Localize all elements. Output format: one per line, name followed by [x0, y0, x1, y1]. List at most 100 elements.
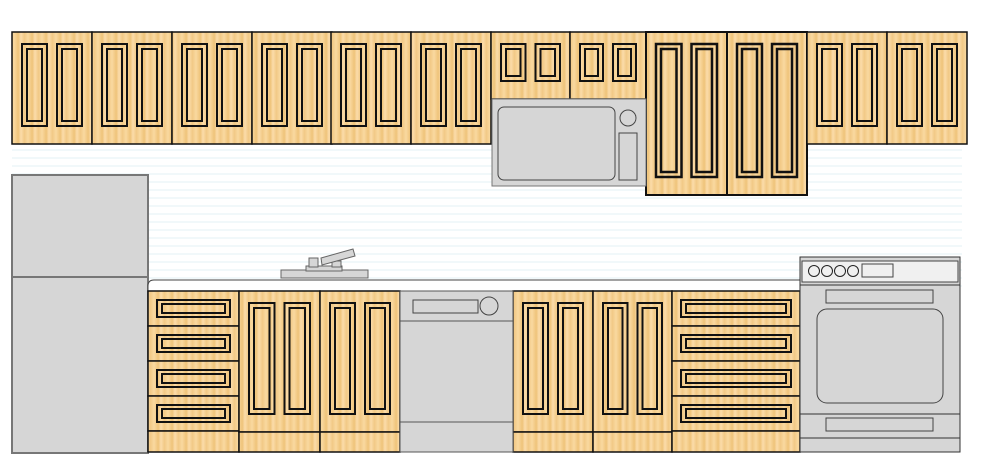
door-panel-inner — [641, 307, 658, 410]
upper-cabinet — [886, 31, 968, 145]
door-panel-inner — [221, 48, 238, 122]
door-panel-inner — [301, 48, 318, 122]
door-panel-outer — [248, 302, 276, 415]
toe-kick — [671, 430, 801, 453]
cabinet-door-frame — [512, 290, 594, 433]
door-panel-outer — [21, 43, 48, 127]
door-panel-outer — [136, 43, 163, 127]
range-oven — [799, 256, 961, 453]
upper-cabinet — [11, 31, 93, 145]
drawer-panel-outer — [680, 299, 792, 318]
warming-drawer-handle — [825, 417, 934, 432]
door-panel-outer — [500, 43, 527, 82]
door-panel-outer — [612, 43, 637, 82]
range-knob — [834, 265, 846, 277]
door-panel-outer — [364, 302, 391, 415]
door-panel-inner — [334, 307, 351, 410]
faucet-spout — [320, 248, 356, 266]
microwave-handle — [618, 132, 638, 181]
range-knob — [821, 265, 833, 277]
door-panel-inner — [936, 48, 953, 122]
drawer-panel-inner — [161, 373, 226, 384]
door-panel-outer — [770, 42, 799, 179]
door-panel-outer — [455, 43, 482, 127]
toe-kick — [512, 431, 594, 453]
dishwasher-knob — [479, 296, 499, 316]
upper-cabinet-tall — [726, 31, 808, 196]
door-panel-outer — [56, 43, 83, 127]
door-panel-inner — [775, 47, 794, 174]
refrigerator-body — [11, 174, 149, 454]
cabinet-door-frame — [726, 31, 808, 196]
door-panel-outer — [522, 302, 549, 415]
door-panel-inner — [253, 307, 271, 410]
cabinet-door-frame — [330, 31, 412, 145]
base-cabinet-door — [319, 290, 401, 433]
door-panel-inner — [460, 48, 477, 122]
faucet-handle-left — [308, 257, 319, 268]
upper-cabinet — [410, 31, 492, 145]
drawer-panel-inner — [685, 338, 787, 349]
door-panel-inner — [607, 307, 624, 410]
drawer-front — [671, 360, 801, 397]
base-cabinet-door — [592, 290, 673, 433]
door-panel-inner — [505, 48, 522, 77]
sink-faucet — [280, 248, 369, 279]
cabinet-door-frame — [886, 31, 968, 145]
door-panel-inner — [186, 48, 203, 122]
microwave-knob — [619, 109, 637, 127]
door-panel-outer — [851, 43, 878, 127]
cabinet-door-frame — [569, 31, 647, 100]
toe-kick — [592, 431, 673, 453]
range-knob — [847, 265, 859, 277]
door-panel-outer — [283, 302, 311, 415]
door-panel-outer — [101, 43, 128, 127]
microwave-window — [497, 106, 616, 181]
drawer-panel-outer — [156, 404, 231, 423]
dishwasher-handle — [412, 299, 479, 314]
cabinet-door-frame — [645, 31, 728, 196]
dishwasher — [399, 290, 514, 453]
drawer-front — [671, 395, 801, 432]
door-panel-inner — [659, 47, 678, 174]
range-knob — [808, 265, 820, 277]
drawer-panel-outer — [680, 404, 792, 423]
door-panel-inner — [740, 47, 759, 174]
door-panel-inner — [695, 47, 714, 174]
door-panel-inner — [369, 307, 386, 410]
countertop-surface — [147, 279, 801, 292]
door-panel-inner — [617, 48, 632, 77]
drawer-panel-inner — [685, 373, 787, 384]
door-panel-inner — [425, 48, 442, 122]
drawer-front — [671, 290, 801, 327]
door-panel-inner — [345, 48, 362, 122]
upper-cabinet — [91, 31, 173, 145]
cabinet-door-frame — [91, 31, 173, 145]
cabinet-door-frame — [238, 290, 321, 433]
drawer-front — [147, 360, 240, 397]
door-panel-outer — [296, 43, 323, 127]
door-panel-outer — [340, 43, 367, 127]
door-panel-outer — [602, 302, 629, 415]
toe-kick — [319, 431, 401, 453]
drawer-panel-outer — [680, 334, 792, 353]
drawer-panel-inner — [685, 303, 787, 314]
door-panel-inner — [856, 48, 873, 122]
countertop — [147, 279, 801, 292]
upper-cabinet-short — [569, 31, 647, 100]
upper-cabinet-tall — [645, 31, 728, 196]
drawer-panel-outer — [156, 334, 231, 353]
door-panel-inner — [61, 48, 78, 122]
refrigerator — [11, 174, 149, 454]
cabinet-door-frame — [11, 31, 93, 145]
door-panel-outer — [261, 43, 288, 127]
drawer-panel-inner — [161, 408, 226, 419]
upper-cabinet — [251, 31, 333, 145]
door-panel-outer — [690, 42, 719, 179]
range-display — [861, 263, 894, 278]
cabinet-door-frame — [592, 290, 673, 433]
door-panel-outer — [534, 43, 561, 82]
faucet-base — [305, 265, 343, 272]
cabinet-door-frame — [171, 31, 253, 145]
